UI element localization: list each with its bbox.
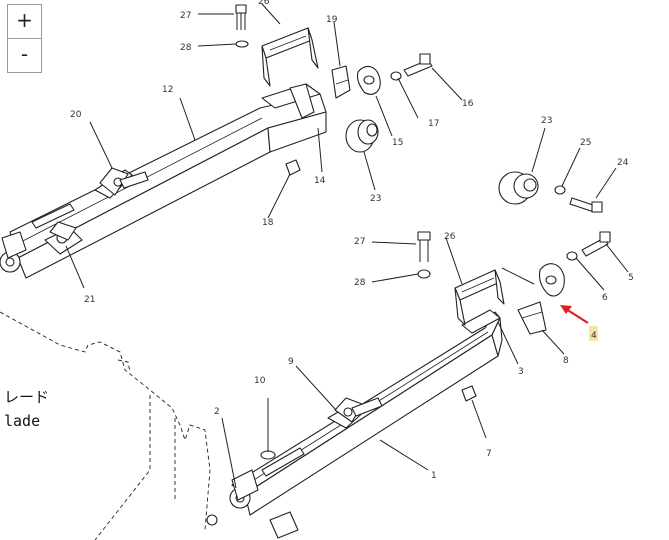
callout-26-upper: 26 bbox=[258, 0, 270, 7]
bolt-27-upper bbox=[235, 4, 247, 30]
cap-half-4 bbox=[538, 263, 565, 297]
callout-23-upper: 23 bbox=[370, 194, 381, 204]
callout-labels: 27 28 26 19 12 20 21 14 18 15 23 17 16 2… bbox=[70, 0, 634, 481]
watermark: Avito bbox=[559, 503, 647, 530]
blade-label-jp: レード bbox=[4, 388, 49, 406]
socket-cap-23-lower bbox=[498, 171, 539, 205]
lower-frame-1 bbox=[206, 309, 503, 539]
leader-lines bbox=[65, 3, 629, 489]
callout-27-upper: 27 bbox=[180, 11, 191, 21]
callout-12: 12 bbox=[162, 85, 173, 95]
bolt-16 bbox=[403, 53, 433, 77]
nut-18 bbox=[285, 159, 301, 176]
bracket-26-lower bbox=[454, 269, 505, 326]
zoom-controls: + - bbox=[7, 4, 42, 73]
callout-3: 3 bbox=[518, 367, 524, 377]
callout-7: 7 bbox=[486, 449, 492, 459]
bolt-27-lower bbox=[417, 231, 431, 262]
bolt-5 bbox=[581, 231, 611, 257]
callout-10: 10 bbox=[254, 376, 266, 386]
highlight-label-bg bbox=[589, 326, 598, 341]
washer-6 bbox=[566, 251, 578, 261]
zoom-out-button[interactable]: - bbox=[20, 42, 29, 66]
watermark-text: Avito bbox=[598, 505, 647, 530]
washer-28-upper bbox=[235, 40, 249, 48]
blade-outline bbox=[0, 311, 211, 540]
callout-16: 16 bbox=[462, 99, 474, 109]
plate-19 bbox=[331, 65, 351, 99]
blade-label-en: lade bbox=[4, 412, 40, 430]
callout-28-lower: 28 bbox=[354, 278, 366, 288]
washer-17 bbox=[390, 71, 402, 81]
washer-28-lower bbox=[417, 269, 431, 279]
callout-18: 18 bbox=[262, 218, 274, 228]
callout-20: 20 bbox=[70, 110, 82, 120]
washer-25 bbox=[554, 185, 566, 195]
callout-6: 6 bbox=[602, 293, 608, 303]
bolt-24 bbox=[569, 197, 603, 213]
callout-15: 15 bbox=[392, 138, 403, 148]
callout-28-upper: 28 bbox=[180, 43, 192, 53]
callout-8: 8 bbox=[563, 356, 569, 366]
cap-half-15 bbox=[356, 65, 381, 95]
callout-27-lower: 27 bbox=[354, 237, 365, 247]
callout-26-lower: 26 bbox=[444, 232, 456, 242]
callout-19: 19 bbox=[326, 15, 338, 25]
nut-7 bbox=[461, 385, 477, 402]
callout-4: 4 bbox=[591, 331, 597, 341]
callout-1: 1 bbox=[431, 471, 437, 481]
upper-frame-12 bbox=[0, 83, 327, 279]
callout-14: 14 bbox=[314, 176, 326, 186]
blade-label: レード lade bbox=[4, 388, 49, 430]
callout-23-lower: 23 bbox=[541, 116, 552, 126]
callout-5: 5 bbox=[628, 273, 634, 283]
callout-2: 2 bbox=[214, 407, 220, 417]
bracket-26-upper bbox=[261, 27, 319, 87]
callout-25: 25 bbox=[580, 138, 591, 148]
callout-9: 9 bbox=[288, 357, 294, 367]
callout-24: 24 bbox=[617, 158, 629, 168]
zoom-in-button[interactable]: + bbox=[16, 8, 33, 32]
highlight-arrow bbox=[560, 305, 589, 324]
zoom-divider bbox=[8, 38, 41, 39]
plate-8 bbox=[517, 301, 547, 335]
callout-17: 17 bbox=[428, 119, 439, 129]
socket-cap-23-upper bbox=[345, 119, 379, 153]
callout-21: 21 bbox=[84, 295, 95, 305]
